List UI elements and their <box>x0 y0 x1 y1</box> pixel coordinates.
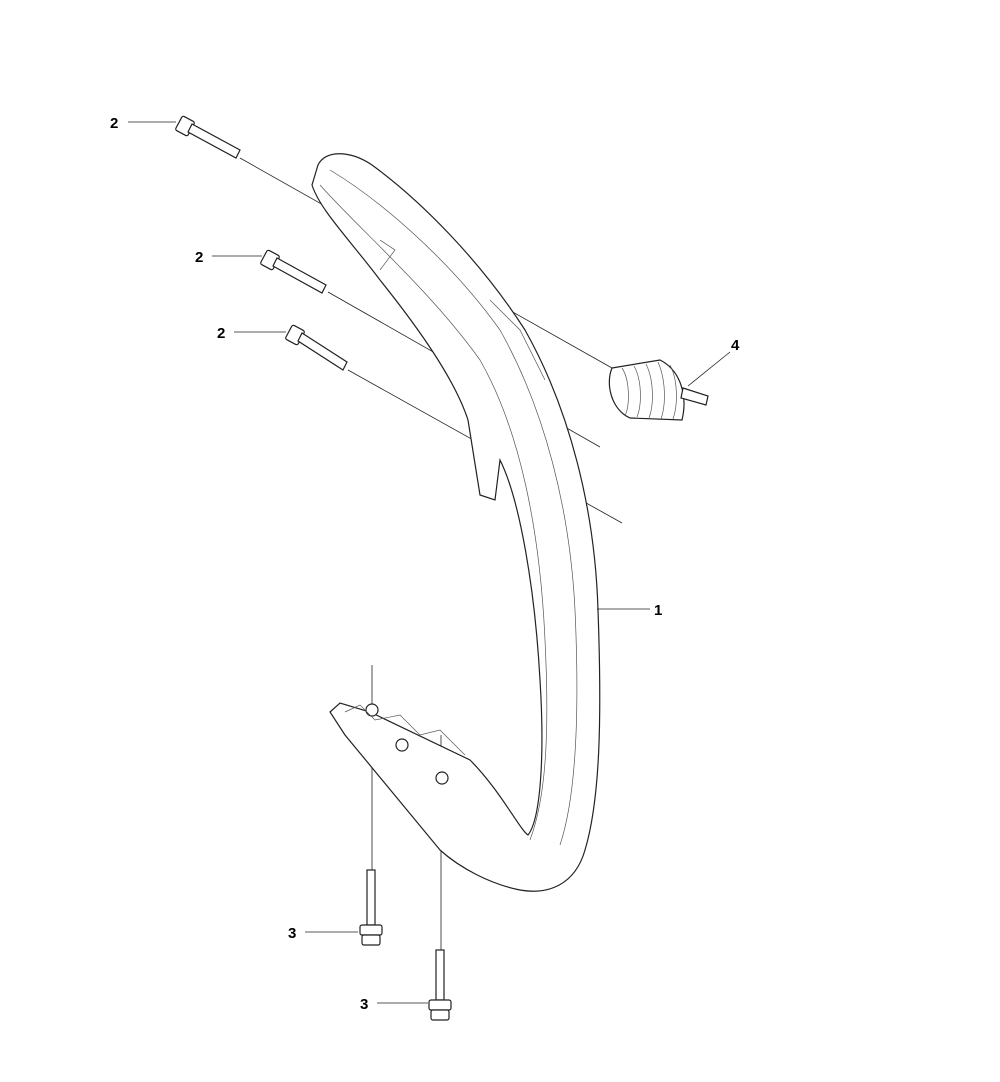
bolt-top <box>175 115 241 159</box>
callout-label: 2 <box>110 115 118 132</box>
bolt-middle <box>260 249 327 294</box>
vibration-damper <box>608 359 709 421</box>
callout-label: 3 <box>288 925 296 942</box>
callout-label: 2 <box>217 325 225 342</box>
front-handle <box>311 153 601 892</box>
callout-label: 2 <box>195 249 203 266</box>
callout-label: 3 <box>360 996 368 1013</box>
bottom-screw-left <box>359 869 383 946</box>
bottom-screw-right <box>428 949 452 1021</box>
callout-label: 4 <box>731 337 740 354</box>
bolt-lower <box>285 324 348 371</box>
leader-lines <box>128 121 731 1004</box>
callout-label: 1 <box>654 602 662 619</box>
